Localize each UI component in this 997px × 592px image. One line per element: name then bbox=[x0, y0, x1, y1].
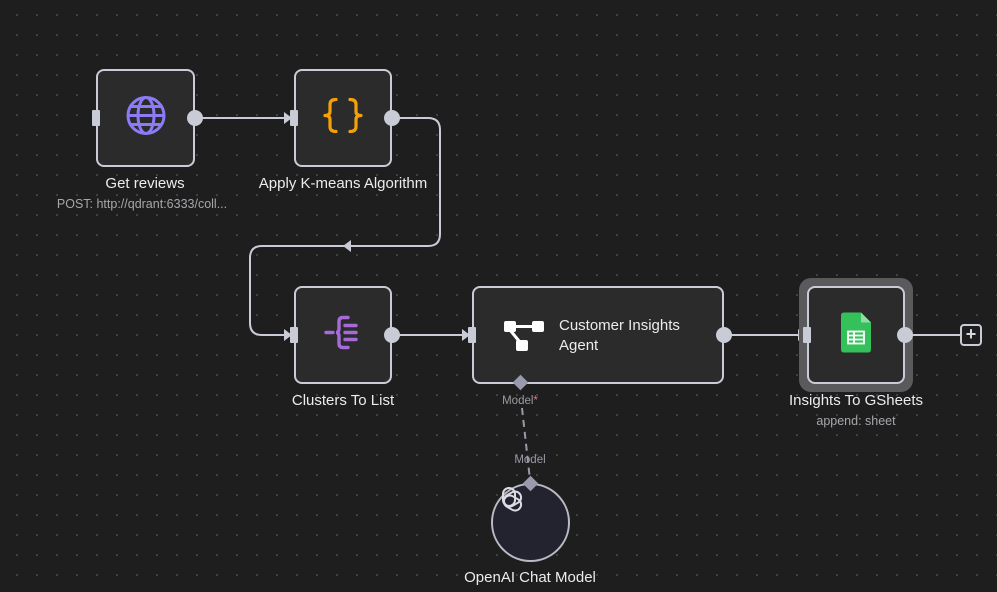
node-clusters-to-list[interactable] bbox=[294, 286, 392, 384]
split-out-icon bbox=[322, 312, 364, 359]
input-handle[interactable] bbox=[290, 110, 298, 126]
output-handle[interactable] bbox=[187, 110, 203, 126]
node-title: Get reviews bbox=[105, 175, 185, 192]
node-get-reviews[interactable] bbox=[96, 69, 195, 167]
edge-arrow bbox=[284, 112, 292, 124]
input-handle[interactable] bbox=[803, 327, 811, 343]
node-title-line1: Customer Insights bbox=[559, 317, 680, 334]
output-handle[interactable] bbox=[384, 327, 400, 343]
node-title: Clusters To List bbox=[291, 392, 395, 409]
node-title: Insights To GSheets bbox=[789, 392, 923, 409]
input-handle[interactable] bbox=[290, 327, 298, 343]
globe-icon bbox=[125, 95, 167, 142]
edge-arrow bbox=[284, 329, 292, 341]
node-insights-to-gsheets[interactable] bbox=[807, 286, 905, 384]
input-handle[interactable] bbox=[468, 327, 476, 343]
edge-arrow bbox=[462, 329, 470, 341]
add-node-button[interactable]: + bbox=[960, 324, 982, 346]
node-title: Apply K-means Algorithm bbox=[258, 175, 428, 192]
node-subtitle: POST: http://qdrant:6333/coll... bbox=[56, 197, 228, 211]
openai-icon bbox=[493, 487, 525, 521]
model-handle-label: Model* bbox=[502, 395, 538, 407]
output-handle[interactable] bbox=[716, 327, 732, 343]
input-handle[interactable] bbox=[92, 110, 100, 126]
output-handle[interactable] bbox=[897, 327, 913, 343]
model-output-label: Model bbox=[514, 454, 546, 466]
code-braces-icon bbox=[322, 95, 364, 142]
node-apply-kmeans[interactable] bbox=[294, 69, 392, 167]
node-customer-insights-agent[interactable]: Customer Insights Agent bbox=[472, 286, 724, 384]
edge-model-openai[interactable] bbox=[521, 407, 531, 481]
output-handle[interactable] bbox=[384, 110, 400, 126]
edge-arrow bbox=[343, 240, 351, 252]
node-title-line2: Agent bbox=[559, 337, 599, 354]
node-openai-chat-model[interactable] bbox=[491, 483, 570, 562]
agent-icon bbox=[502, 318, 546, 359]
google-sheets-icon bbox=[841, 312, 871, 358]
required-marker: * bbox=[533, 395, 538, 407]
node-title: OpenAI Chat Model bbox=[464, 569, 596, 586]
node-subtitle: append: sheet bbox=[816, 414, 896, 428]
